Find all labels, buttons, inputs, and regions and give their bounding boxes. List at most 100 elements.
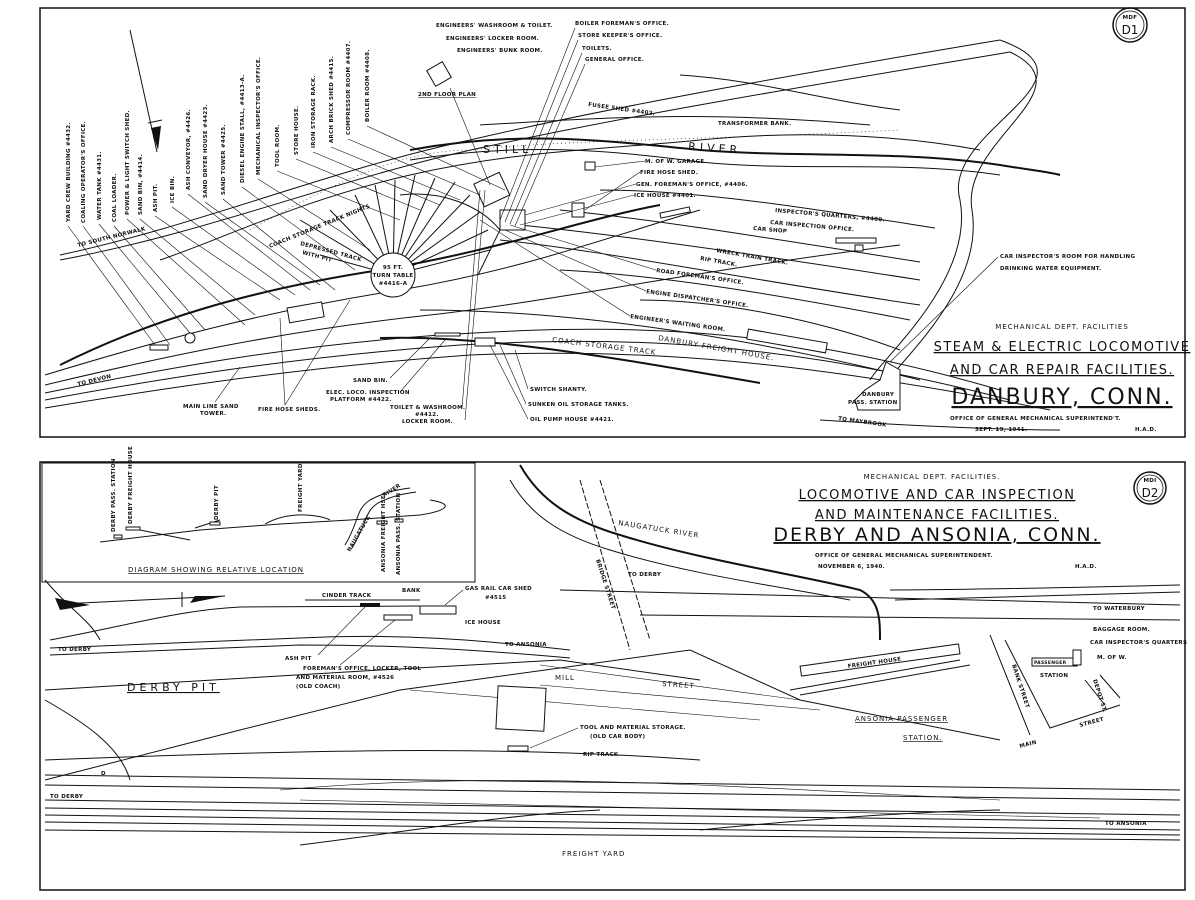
- vertical-label: MECHANICAL INSPECTOR'S OFFICE.: [256, 57, 262, 175]
- street-label: STREET: [1079, 717, 1105, 729]
- street-label: DEPOT ST.: [1091, 679, 1107, 714]
- label: BANK: [402, 588, 421, 594]
- vertical-label: SAND TOWER #4425.: [221, 124, 227, 195]
- label: SWITCH SHANTY.: [530, 387, 587, 393]
- vertical-label: ARCH BRICK SHED #4415.: [329, 56, 335, 143]
- label: CAR SHOP: [753, 226, 788, 235]
- label: ELEC. LOCO. INSPECTION: [326, 390, 410, 396]
- label: GAS RAIL CAR SHED: [465, 586, 532, 592]
- label: SAND BIN.: [353, 378, 388, 384]
- label: TOILETS.: [582, 46, 612, 52]
- label: FIRE HOSE SHED.: [640, 170, 698, 176]
- direction-label: TO SOUTH NORWALK: [77, 226, 147, 249]
- vertical-label: YARD CREW BUILDING #4432.: [66, 122, 72, 223]
- river-label: NAUGATUCK RIVER: [618, 519, 700, 540]
- inset-label: DERBY PIT: [214, 485, 220, 520]
- direction-label: TO ANSONIA: [505, 642, 547, 648]
- label: M. OF W. GARAGE.: [645, 159, 707, 165]
- title-initials: H.A.D.: [1135, 427, 1157, 433]
- label: TOILET & WASHROOM.: [390, 405, 465, 411]
- label: #4412.: [415, 412, 439, 418]
- label: OIL PUMP HOUSE #4421.: [530, 417, 614, 423]
- area-label: FREIGHT YARD: [562, 850, 625, 858]
- panel-danbury: 95 FT. TURN TABLE #4416-A MDF D1: [39, 7, 1189, 438]
- panel-border: [39, 7, 1186, 438]
- label: STATION: [1040, 673, 1068, 679]
- sheet-badge: [1112, 7, 1148, 43]
- vertical-label: STORE HOUSE.: [294, 106, 300, 155]
- panel-derby-ansonia: DERBY PASS. STATION DERBY FREIGHT HOUSE …: [39, 446, 1187, 891]
- title-line: LOCOMOTIVE AND CAR INSPECTION: [799, 488, 1076, 503]
- label: ICE HOUSE #4401.: [634, 193, 696, 199]
- label: COACH STORAGE TRACK NIGHTS: [269, 204, 372, 250]
- label: D: [101, 771, 106, 777]
- vertical-label: POWER & LIGHT SWITCH SHED.: [125, 110, 131, 215]
- label: M. OF W.: [1097, 655, 1127, 661]
- label: SUNKEN OIL STORAGE TANKS.: [528, 402, 629, 408]
- label: LOCKER ROOM.: [402, 419, 453, 425]
- inset-title: DIAGRAM SHOWING RELATIVE LOCATION: [128, 566, 304, 574]
- title-initials: H.A.D.: [1075, 564, 1097, 570]
- label: FUSEE SHED #4402.: [588, 102, 656, 117]
- label: 2ND FLOOR PLAN: [418, 92, 476, 98]
- title-place: DERBY AND ANSONIA, CONN.: [773, 524, 1100, 546]
- title-place: DANBURY, CONN.: [951, 385, 1172, 410]
- label: ICE HOUSE: [465, 620, 501, 626]
- label: CAR INSPECTOR'S ROOM FOR HANDLING: [1000, 254, 1135, 260]
- turntable-label: 95 FT.: [383, 265, 403, 271]
- inset-label: DERBY PASS. STATION: [111, 458, 117, 532]
- turntable: 95 FT. TURN TABLE #4416-A: [299, 174, 501, 298]
- turntable-label: TURN TABLE: [372, 273, 413, 279]
- inset-diagram: DERBY PASS. STATION DERBY FREIGHT HOUSE …: [41, 446, 476, 583]
- vertical-label: COMPRESSOR ROOM #4407.: [346, 41, 352, 135]
- direction-label: TO MAYBROOK: [838, 416, 888, 429]
- street-label: MAIN: [1019, 740, 1038, 750]
- label: (OLD COACH): [296, 684, 341, 690]
- vertical-label: DIESEL ENGINE STALL, #4413-A.: [240, 74, 246, 183]
- label: ENGINEERS' WASHROOM & TOILET.: [436, 23, 553, 29]
- inset-label: ANSONIA PASS. STATION: [396, 493, 402, 575]
- title-block-danbury: MECHANICAL DEPT. FACILITIES STEAM & ELEC…: [934, 323, 1189, 433]
- label: DRINKING WATER EQUIPMENT.: [1000, 266, 1101, 272]
- label: PASSENGER: [1034, 660, 1067, 666]
- inset-label: FREIGHT YARD: [298, 463, 304, 512]
- panel-border: [39, 461, 1186, 891]
- label: AND MATERIAL ROOM, #4526: [296, 675, 394, 681]
- label: FIRE HOSE SHEDS.: [258, 407, 320, 413]
- label: RIP TRACK.: [700, 256, 738, 268]
- direction-label: TO WATERBURY: [1093, 606, 1146, 612]
- label: CAR INSPECTOR'S QUARTERS: [1090, 640, 1187, 646]
- sheet-badge-prefix: MDF: [1123, 15, 1138, 21]
- label: MAIN LINE SAND: [183, 404, 239, 410]
- turntable-label: #4416-A: [379, 281, 408, 287]
- label: GEN. FOREMAN'S OFFICE, #4406.: [636, 182, 748, 188]
- vertical-label: COALING OPERATOR'S OFFICE.: [81, 121, 87, 223]
- direction-label: TO DERBY: [628, 572, 662, 578]
- vertical-label: TOOL ROOM.: [275, 124, 281, 167]
- inset-label: DERBY FREIGHT HOUSE: [128, 446, 134, 524]
- title-line: AND CAR REPAIR FACILITIES.: [950, 363, 1174, 378]
- sheet-badge-id: D2: [1142, 486, 1159, 500]
- sheet-badge-id: D1: [1122, 23, 1139, 37]
- label: ENGINEERS' BUNK ROOM.: [457, 48, 543, 54]
- label: STORE KEEPER'S OFFICE.: [578, 33, 662, 39]
- label: BAGGAGE ROOM.: [1093, 627, 1150, 633]
- north-arrow-icon: [129, 29, 163, 153]
- label: DANBURY: [862, 392, 895, 398]
- label: PASS. STATION: [848, 400, 898, 406]
- track-lines: [44, 39, 1061, 431]
- sheet-badge: [1133, 471, 1167, 505]
- label: BOILER FOREMAN'S OFFICE.: [575, 21, 669, 27]
- title-dept: MECHANICAL DEPT. FACILITIES: [995, 323, 1129, 331]
- title-date: SEPT. 19, 1941.: [975, 427, 1027, 433]
- area-label: DERBY PIT: [127, 681, 220, 694]
- title-office: OFFICE OF GENERAL MECHANICAL SUPERINTEND…: [815, 553, 993, 559]
- label: TRANSFORMER BANK.: [718, 121, 791, 127]
- sheet-badge-prefix: MDI: [1144, 478, 1157, 484]
- area-label: STATION.: [903, 734, 943, 742]
- river-label: STILL: [483, 143, 532, 156]
- vertical-label: ASH CONVEYOR, #4426.: [186, 109, 192, 190]
- label: ROAD FOREMAN'S OFFICE.: [656, 268, 745, 286]
- label: RIP TRACK: [583, 752, 619, 758]
- vertical-labels: YARD CREW BUILDING #4432. COALING OPERAT…: [66, 41, 506, 346]
